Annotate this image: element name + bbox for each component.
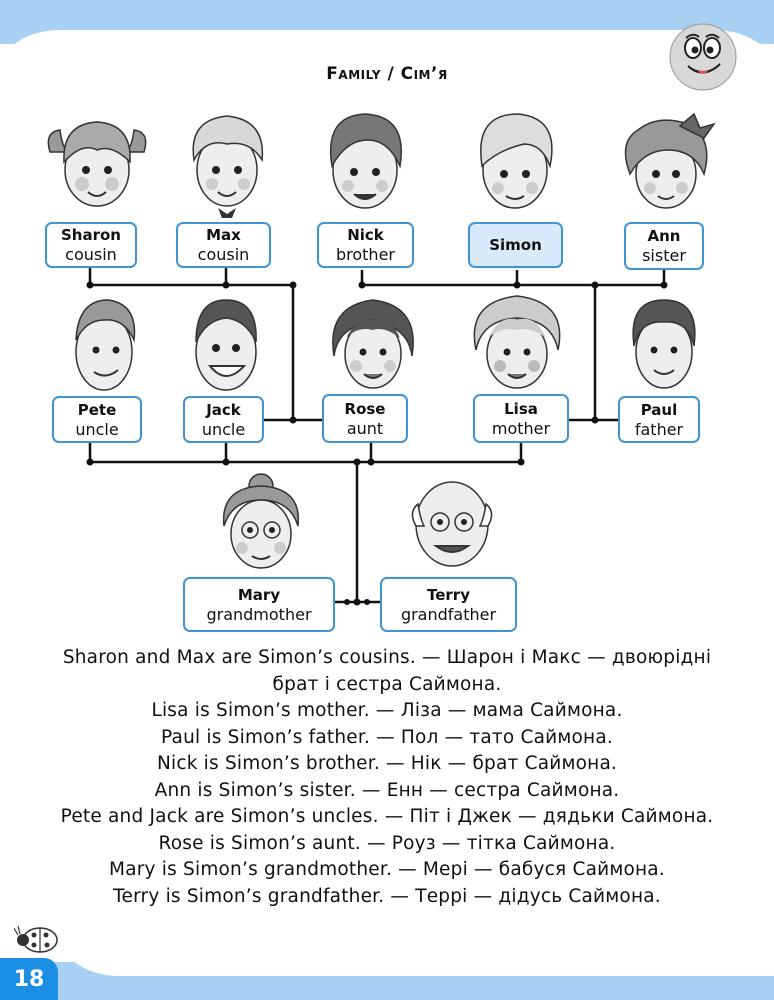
simon-portrait [480,113,553,209]
sentence: Lisa is Simon’s mother. — Ліза — мама Са… [151,700,623,721]
sentence: Pete and Jack are Simon’s uncles. — Піт … [60,806,714,827]
lisa-portrait [473,295,561,389]
card-role: cousin [65,245,117,264]
family-tree-connectors [86,268,668,606]
card-nick: Nick brother [317,222,414,268]
card-name: Ann [647,227,681,245]
card-role: sister [642,246,686,265]
card-jack: Jack uncle [183,396,264,443]
card-name: Mary [237,585,281,604]
sentence: Ann is Simon’s sister. — Енн — сестра Са… [154,779,620,801]
ann-portrait [624,112,716,209]
card-role: uncle [75,419,119,439]
pete-portrait [75,299,136,391]
card-terry: Terry grandfather [380,577,517,632]
card-pete: Pete uncle [52,396,142,443]
card-role: cousin [197,245,250,264]
card-name: Sharon [61,226,121,244]
card-name: Simon [489,235,542,254]
ladybug-icon [14,925,58,953]
page-number: 18 [0,958,58,1000]
card-lisa: Lisa mother [473,394,569,443]
card-name: Nick [347,226,384,244]
sentence: Sharon and Max are Simon’s cousins. — Ша… [62,647,712,695]
card-name: Lisa [504,399,538,418]
nick-portrait [330,113,402,209]
family-sentences: Sharon and Max are Simon’s cousins. — Ша… [40,645,734,910]
max-portrait [192,115,264,218]
paul-portrait [632,299,696,389]
card-name: Jack [206,400,241,419]
sentence: Nick is Simon’s brother. — Нік — брат Са… [156,753,618,774]
card-max: Max cousin [176,222,271,268]
card-name: Rose [344,399,386,418]
smiley-face-icon [669,23,737,91]
sharon-portrait [47,121,147,207]
card-role: aunt [346,418,384,438]
card-ann: Ann sister [624,222,704,270]
page-title: Family / Сім’я [326,64,448,84]
card-role: grandmother [206,604,312,624]
card-simon: Simon [468,222,563,268]
mary-portrait [222,473,300,569]
sentence: Mary is Simon’s grandmother. — Мері — ба… [109,859,665,880]
bottom-band-curve [60,930,774,976]
card-role: father [634,419,684,439]
sentence: Paul is Simon’s father. — Пол — тато Сай… [161,726,613,748]
card-mary: Mary grandmother [183,577,335,632]
card-role: mother [491,418,551,438]
jack-portrait [195,299,257,391]
sentence: Terry is Simon’s grandfather. — Террі — … [113,885,661,907]
card-paul: Paul father [618,396,700,443]
card-sharon: Sharon cousin [45,222,137,268]
card-role: grandfather [400,604,497,624]
card-role: uncle [201,419,246,439]
card-role: brother [335,245,395,264]
terry-portrait [411,481,493,567]
card-rose: Rose aunt [322,394,408,443]
card-name: Paul [640,400,678,419]
card-name: Terry [427,585,470,604]
card-name: Pete [77,400,117,419]
sentence: Rose is Simon’s aunt. — Роуз — тітка Сай… [158,832,616,854]
card-name: Max [206,226,241,244]
rose-portrait [332,299,414,389]
top-band-curve [0,30,774,90]
